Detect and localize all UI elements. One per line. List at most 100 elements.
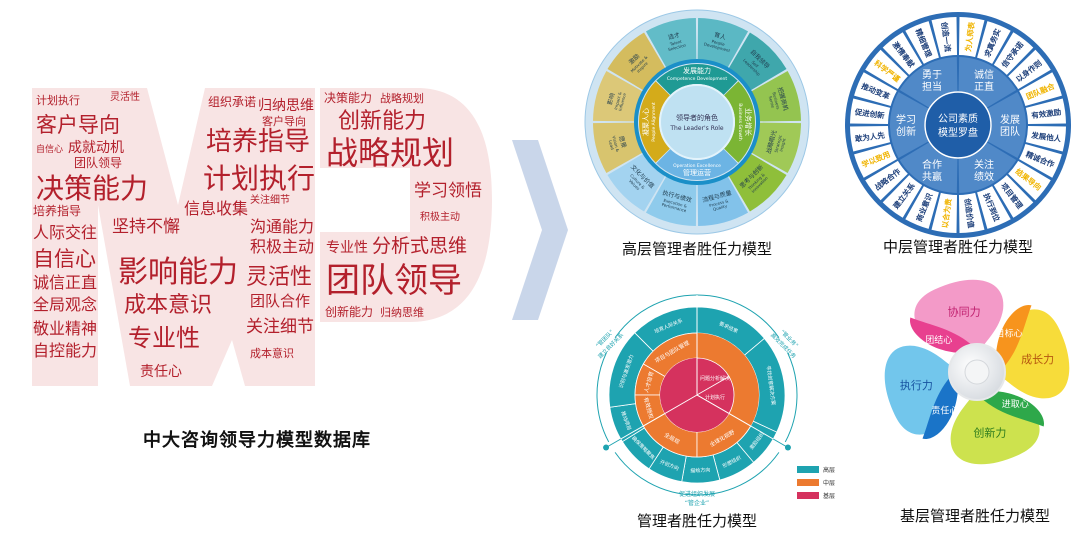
manager-model-diagram: 要求结果寻找创意解决方案激励组织形塑组织描绘方向开创方向确保策略聚焦推动项目识别… (594, 294, 835, 507)
word-cloud-word: 自控能力 (33, 341, 97, 360)
compass-inner-segment (987, 92, 1026, 158)
word-cloud-word: 分析式思维 (372, 235, 467, 257)
role-label-en: People Alignment (651, 102, 657, 142)
petal-outer-label: 协同力 (948, 304, 981, 318)
compass-inner-label: 创新 (896, 125, 916, 138)
senior-label: 描绘方向 (690, 466, 710, 474)
word-cloud-word: 战略规划 (326, 134, 454, 172)
compass-outer-segment (977, 186, 1011, 229)
compass-outer-segment (854, 144, 897, 178)
propeller-petal (910, 279, 1004, 353)
competency-segment (751, 122, 801, 174)
competency-segment (645, 176, 697, 226)
competency-segment (728, 153, 787, 212)
word-cloud-word: 培养指导 (206, 127, 310, 157)
compass-outer-segment (882, 175, 923, 218)
middle-model-caption: 中层管理者胜任力模型 (882, 238, 1034, 256)
petal-inner-label: 责任心 (931, 404, 958, 416)
compass-center-label: 公司素质 (938, 112, 978, 125)
competency-label-cn: 选才 (667, 31, 681, 42)
competency-label-en: Impact &Influence (613, 91, 627, 112)
word-cloud-word: 归纳思维 (258, 97, 314, 114)
word-cloud-word: 创新能力 (325, 304, 373, 319)
middle-ring-border (634, 59, 760, 185)
role-label-en: Business Growth (737, 103, 743, 141)
compass-inner-label: 团队 (1000, 125, 1020, 138)
word-cloud-word: 计划执行 (203, 162, 315, 195)
compass-outer-segment (931, 192, 958, 233)
word-cloud-word: 灵活性 (246, 265, 312, 290)
base-label: 计划执行 (705, 394, 725, 401)
arrow-head-icon (603, 444, 610, 451)
compass-outer-segment (882, 32, 923, 75)
compass-inner-segment (958, 142, 1017, 193)
word-cloud-word: 成本意识 (250, 346, 294, 360)
competency-label-cn: 愿景 (617, 135, 627, 148)
compass-inner-label: 关注 (974, 158, 994, 171)
competency-label-en: PeopleDevelopment (703, 37, 732, 53)
word-cloud-word: 组织承诺 (208, 95, 256, 109)
compass-inner-label: 诚信 (974, 69, 994, 81)
competency-segment (728, 32, 787, 91)
competency-segment (645, 18, 697, 68)
word-cloud-word: 诚信正直 (33, 273, 97, 292)
role-segment (639, 81, 670, 163)
role-segment (656, 64, 738, 95)
role-segment (656, 149, 738, 180)
compass-inner-label: 正直 (974, 80, 994, 93)
legend-swatch (797, 492, 819, 499)
word-cloud-word: 团队领导 (74, 155, 122, 170)
petal-inner-shape (996, 305, 1032, 370)
propeller-hub-center (964, 359, 990, 385)
outer-arc (596, 352, 610, 443)
word-cloud-word: 灵活性 (110, 90, 140, 103)
role-label-en: Operation Excellence (673, 163, 721, 169)
role-label-cn: 凝聚人心 (641, 108, 650, 136)
word-cloud-word: 团队领导 (326, 261, 462, 301)
compass-outer-segment (905, 21, 939, 64)
competency-segment (697, 18, 749, 68)
word-cloud-word: 客户导向 (262, 114, 306, 128)
compass-inner-segment (890, 92, 929, 158)
mp-word-cloud: 计划执行灵活性客户导向成就动机自信心决策能力团队领导培养指导人际交往自信心诚信正… (33, 90, 482, 380)
compass-inner-label: 学习 (896, 113, 916, 126)
propeller-petal (950, 391, 1044, 465)
compass-inner-label: 合作 (922, 158, 942, 171)
word-cloud-word: 决策能力 (36, 172, 148, 205)
compass-outer-segment (850, 98, 891, 125)
competency-label-en: Vision &Lead (607, 135, 620, 153)
compass-inner-segment (958, 57, 1017, 108)
word-cloud-word: 积极主动 (250, 237, 314, 256)
compass-outer-segment (993, 32, 1034, 75)
compass-outer-segment (865, 49, 908, 90)
word-cloud-title: 中大咨询领导力模型数据库 (143, 430, 371, 451)
compass-inner-segment (899, 142, 958, 193)
word-cloud-word: 成本意识 (124, 293, 212, 318)
role-segment (724, 81, 755, 163)
word-cloud-word: 自信心 (36, 143, 63, 155)
word-cloud-word: 战略规划 (380, 91, 424, 105)
compass-outer-segment (958, 17, 985, 58)
propeller-petal (884, 345, 958, 439)
petal-outer-label: 成长力 (1021, 353, 1054, 366)
word-cloud-word: 专业性 (326, 240, 368, 256)
compass-outer-segment (977, 21, 1011, 64)
compass-center (924, 91, 992, 159)
compass-outer-segment (1025, 125, 1066, 152)
center-label-en: The Leader's Role (669, 125, 724, 132)
competency-segment (607, 153, 666, 212)
compass-outer-label: 发展他人 (1030, 130, 1063, 144)
petal-outer-label: 执行力 (900, 378, 933, 392)
word-cloud-word: 学习领悟 (414, 181, 482, 201)
compass-inner-label: 绩效 (974, 170, 994, 183)
compass-outer-label: 促进创新 (853, 106, 886, 120)
compass-outer-label: 创造一流 (939, 20, 953, 53)
word-cloud-word: 专业性 (128, 324, 200, 352)
compass-center-label: 模型罗盘 (938, 126, 978, 139)
